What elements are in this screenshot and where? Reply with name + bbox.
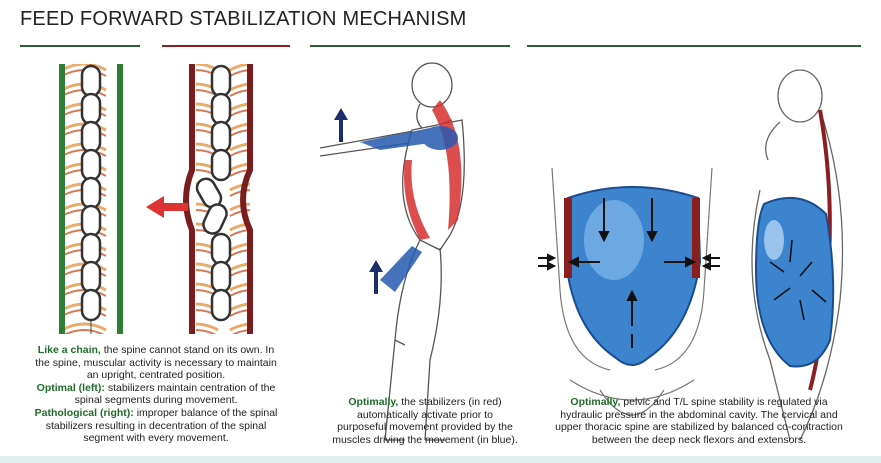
caption-reach-lead-rest: the stabilizers (in red) (398, 396, 502, 408)
pelvic-frame (551, 167, 713, 416)
rule-pressure (527, 45, 861, 47)
caption-pathological-bold: Pathological (right): (34, 406, 134, 419)
caption-chain: Like a chain, the spine cannot stand on … (18, 344, 294, 445)
caption-pressure-lead-rest: pelvic and T/L spine stability is regula… (620, 396, 828, 408)
caption-pressure-line2: hydraulic pressure in the abdominal cavi… (560, 408, 838, 421)
rule-chain-left (20, 45, 140, 47)
caption-reach: Optimally, the stabilizers (in red) auto… (320, 396, 530, 446)
page-title: FEED FORWARD STABILIZATION MECHANISM (20, 8, 467, 30)
caption-pathological-rest: improper balance of the spinal (133, 406, 278, 419)
mover-muscles-blue (360, 126, 458, 292)
upward-arrow-icon (334, 108, 383, 294)
rule-reach (310, 45, 510, 47)
caption-chain-line2: the spine, muscular activity is necessar… (35, 356, 277, 369)
caption-optimal-rest: stabilizers maintain centration of the (104, 381, 276, 394)
caption-reach-line4: muscles driving the movement (in blue). (332, 433, 518, 446)
bottom-strip (0, 456, 881, 463)
caption-reach-line2: automatically activate prior to (357, 408, 493, 421)
caption-chain-lead-bold: Like a chain, (37, 344, 101, 356)
caption-reach-line3: purposeful movement provided by the (337, 421, 513, 434)
pressure-arrows-icon (538, 198, 720, 348)
caption-reach-lead-bold: Optimally, (348, 396, 399, 408)
caption-pathological-line3: segment with every movement. (83, 432, 229, 445)
caption-chain-lead-rest: the spine cannot stand on its own. In (100, 344, 275, 356)
caption-pathological-line2: stabilizers resulting in decentration of… (45, 419, 267, 432)
caption-pressure-line3: upper thoracic spine are stabilized by b… (555, 421, 843, 434)
side-pressure-arrows-icon (769, 239, 827, 321)
caption-chain-line3: an upright, centrated position. (86, 369, 226, 382)
decentration-arrow-icon (146, 196, 188, 218)
side-torso (751, 69, 844, 441)
caption-optimal-line2: spinal segments during movement. (74, 394, 238, 407)
pathological-chain (183, 64, 253, 334)
caption-pressure: Optimally, pelvic and T/L spine stabilit… (540, 396, 858, 446)
caption-optimal-bold: Optimal (left): (36, 381, 105, 394)
abdominal-cavity-side (754, 197, 835, 368)
caption-pressure-lead-bold: Optimally, (570, 396, 621, 408)
rule-chain-right (162, 45, 290, 47)
optimal-chain (59, 64, 123, 334)
caption-pressure-line4: between the deep neck flexors and extens… (591, 433, 807, 446)
